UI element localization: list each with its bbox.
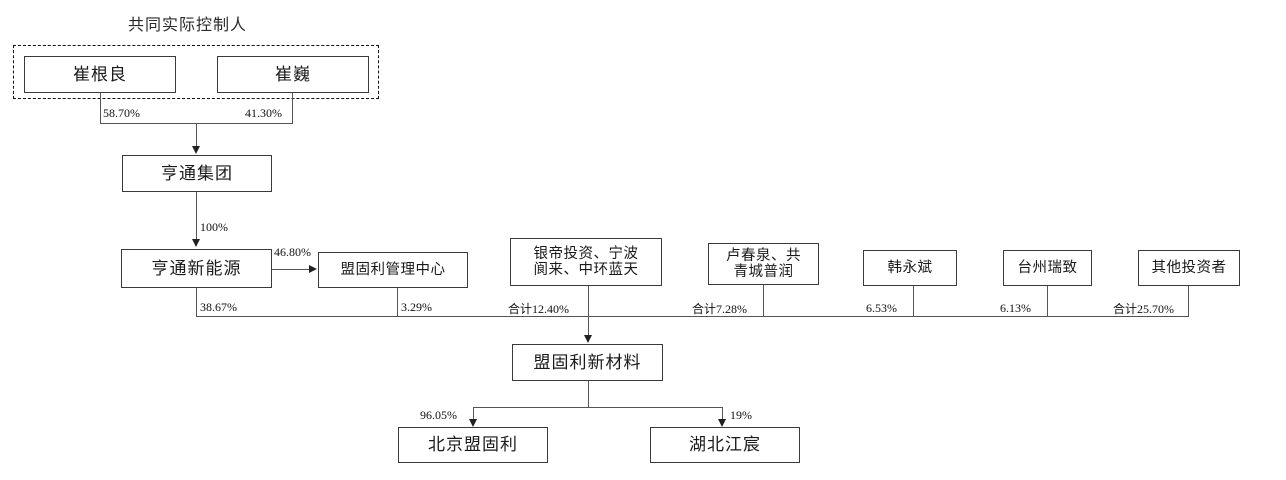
edge-controllers-to-group: [196, 123, 197, 147]
label-cui-wei-stake: 41.30%: [245, 106, 282, 120]
edge-taizhou-ruizhi-drop: [1047, 286, 1048, 316]
node-shareholder-other-investors-label: 其他投资者: [1151, 259, 1227, 276]
label-group-to-new-energy-stake: 100%: [200, 220, 228, 234]
label-other-investors-stake: 合计25.70%: [1113, 302, 1174, 316]
edge-new-energy-to-management-center: [272, 269, 310, 270]
node-mgl-new-materials[interactable]: 盟固利新材料: [512, 344, 663, 381]
node-cui-wei-label: 崔巍: [275, 64, 311, 84]
node-shareholder-han-yongbin-label: 韩永斌: [887, 259, 933, 276]
node-shareholder-luchunquan-group-label: 卢春泉、共 青城普润: [726, 247, 801, 280]
edge-cui-genliang-down: [100, 93, 101, 123]
label-target-to-beijing-mgl-stake: 96.05%: [420, 408, 457, 422]
edge-to-beijing-mgl: [473, 407, 474, 421]
page-title: 共同实际控制人: [128, 17, 248, 34]
node-beijing-mgl[interactable]: 北京盟固利: [398, 427, 548, 463]
controller-group-boundary: [13, 45, 379, 99]
node-hengtong-group-label: 亨通集团: [161, 163, 233, 183]
arrowhead-to-hubei-jiangchen: [717, 419, 726, 427]
node-cui-wei[interactable]: 崔巍: [217, 56, 369, 93]
edge-han-yongbin-drop: [913, 286, 914, 316]
node-hengtong-new-energy-label: 亨通新能源: [151, 258, 242, 278]
edge-target-down: [588, 381, 589, 407]
label-cui-genliang-stake: 58.70%: [103, 106, 140, 120]
node-hengtong-new-energy[interactable]: 亨通新能源: [121, 249, 272, 288]
edge-yindi-group-drop: [588, 286, 589, 316]
node-shareholder-yindi-group-label: 银帝投资、宁波 阆来、中环蓝天: [533, 245, 639, 278]
node-cui-genliang-label: 崔根良: [73, 64, 127, 84]
arrowhead-to-beijing-mgl: [468, 419, 477, 427]
edge-cui-wei-down: [292, 93, 293, 123]
node-hengtong-group[interactable]: 亨通集团: [122, 155, 272, 192]
label-yindi-group-stake: 合计12.40%: [508, 302, 569, 316]
label-taizhou-ruizhi-stake: 6.13%: [1000, 301, 1031, 315]
node-hubei-jiangchen-label: 湖北江宸: [689, 435, 761, 455]
edge-other-investors-drop: [1188, 286, 1189, 316]
node-shareholder-other-investors[interactable]: 其他投资者: [1138, 250, 1240, 286]
node-shareholder-luchunquan-group[interactable]: 卢春泉、共 青城普润: [708, 243, 819, 285]
label-management-center-to-target-stake: 3.29%: [401, 300, 432, 314]
arrowhead-to-mgl-new-materials: [583, 335, 592, 343]
node-shareholder-taizhou-ruizhi-label: 台州瑞致: [1017, 259, 1078, 276]
label-new-energy-to-target-stake: 38.67%: [200, 300, 237, 314]
arrowhead-to-hengtong-group: [191, 146, 200, 154]
arrowhead-to-management-center: [309, 264, 317, 273]
node-shareholder-taizhou-ruizhi[interactable]: 台州瑞致: [1003, 250, 1092, 286]
node-beijing-mgl-label: 北京盟固利: [428, 435, 518, 455]
label-luchunquan-group-stake: 合计7.28%: [692, 302, 747, 316]
node-mgl-new-materials-label: 盟固利新材料: [533, 352, 642, 372]
node-hubei-jiangchen[interactable]: 湖北江宸: [650, 427, 800, 463]
edge-management-center-drop: [397, 288, 398, 316]
label-new-energy-to-management-center-stake: 46.80%: [274, 245, 311, 259]
edge-group-to-new-energy: [196, 192, 197, 240]
edge-shareholders-bus: [196, 316, 1189, 317]
arrowhead-to-hengtong-new-energy: [191, 239, 200, 247]
label-target-to-hubei-jiangchen-stake: 19%: [730, 408, 752, 422]
node-mgl-management-center[interactable]: 盟固利管理中心: [318, 252, 468, 288]
node-cui-genliang[interactable]: 崔根良: [24, 56, 176, 93]
edge-bus-to-target: [588, 316, 589, 341]
node-shareholder-yindi-group[interactable]: 银帝投资、宁波 阆来、中环蓝天: [510, 238, 662, 286]
edge-to-hubei-jiangchen: [722, 407, 723, 421]
edge-subsidiaries-split-bar: [473, 407, 722, 408]
node-mgl-management-center-label: 盟固利管理中心: [340, 261, 446, 278]
label-han-yongbin-stake: 6.53%: [866, 301, 897, 315]
edge-luchunquan-group-drop: [763, 285, 764, 316]
node-shareholder-han-yongbin[interactable]: 韩永斌: [863, 250, 957, 286]
edge-new-energy-drop: [196, 288, 197, 316]
